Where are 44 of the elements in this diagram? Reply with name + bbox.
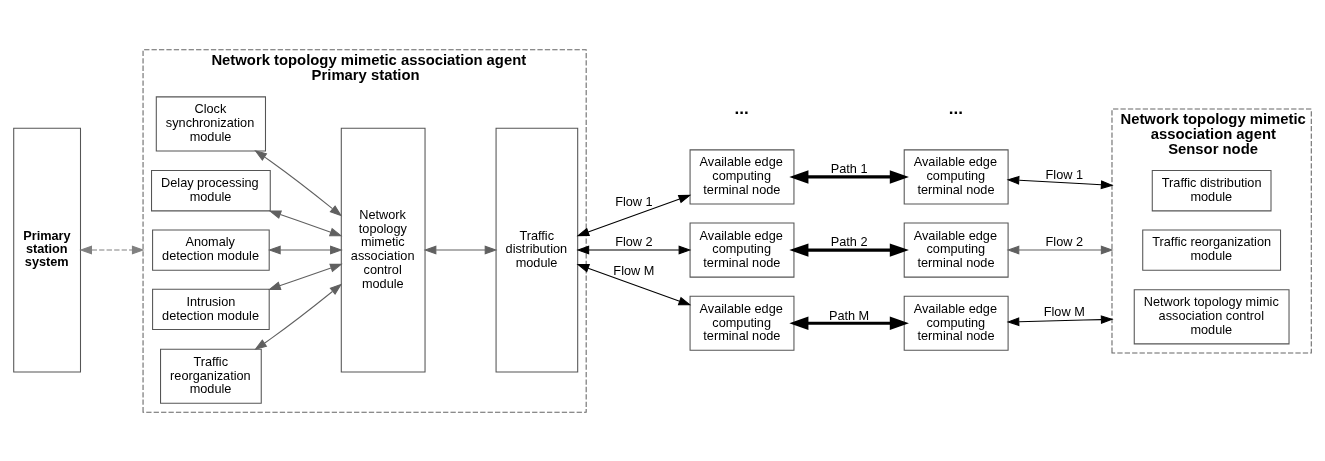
node-box: Primary station system	[13, 127, 82, 372]
node-box: Available edge computing terminal node	[903, 148, 1009, 204]
edge-label: Path 2	[830, 233, 868, 249]
node-box: Anomaly detection module	[152, 228, 270, 271]
arrow	[267, 245, 343, 255]
arrow	[268, 263, 343, 290]
arrow	[1006, 245, 1114, 255]
arrow	[254, 283, 343, 350]
node-box: Traffic distribution module	[1151, 169, 1272, 211]
node-box: Delay processing module	[151, 169, 271, 211]
arrow	[576, 263, 692, 305]
edge-label: Flow 1	[1045, 166, 1084, 182]
arrow	[576, 245, 692, 255]
node-box: Available edge computing terminal node	[689, 148, 795, 204]
edge-label: Flow M	[613, 262, 655, 278]
node-box: Intrusion detection module	[152, 288, 270, 330]
arrow	[789, 316, 909, 330]
edge-label: Flow 2	[615, 233, 653, 249]
edge-label: Flow M	[1043, 303, 1085, 319]
arrow	[789, 242, 909, 257]
arrow	[254, 149, 343, 217]
arrow	[576, 194, 692, 236]
edge-label: Flow 2	[1045, 233, 1084, 249]
node-box: Network topology mimic association control module	[1133, 288, 1290, 344]
node-box: Available edge computing terminal node	[689, 295, 795, 351]
node-box: Available edge computing terminal node	[689, 222, 795, 278]
node-box: Available edge computing terminal node	[903, 222, 1009, 278]
label: ...	[948, 98, 963, 118]
node-box: Traffic reorganization module	[1142, 228, 1282, 271]
edge-label: Path 1	[830, 160, 868, 176]
arrow	[423, 245, 498, 255]
node-box: Network topology mimetic association control module	[340, 127, 426, 372]
label: ...	[734, 98, 749, 118]
edge-label: Path M	[828, 307, 870, 323]
arrow	[79, 245, 145, 255]
arrow	[789, 169, 909, 184]
arrow	[1006, 314, 1114, 326]
arrow	[1006, 175, 1114, 189]
node-box: Available edge computing terminal node	[903, 295, 1009, 351]
node-box: Clock synchronization module	[155, 95, 266, 151]
node-box: Traffic distribution module	[495, 127, 579, 372]
node-box: Traffic reorganization module	[160, 348, 262, 404]
arrow	[268, 209, 343, 236]
edge-label: Flow 1	[615, 193, 653, 209]
